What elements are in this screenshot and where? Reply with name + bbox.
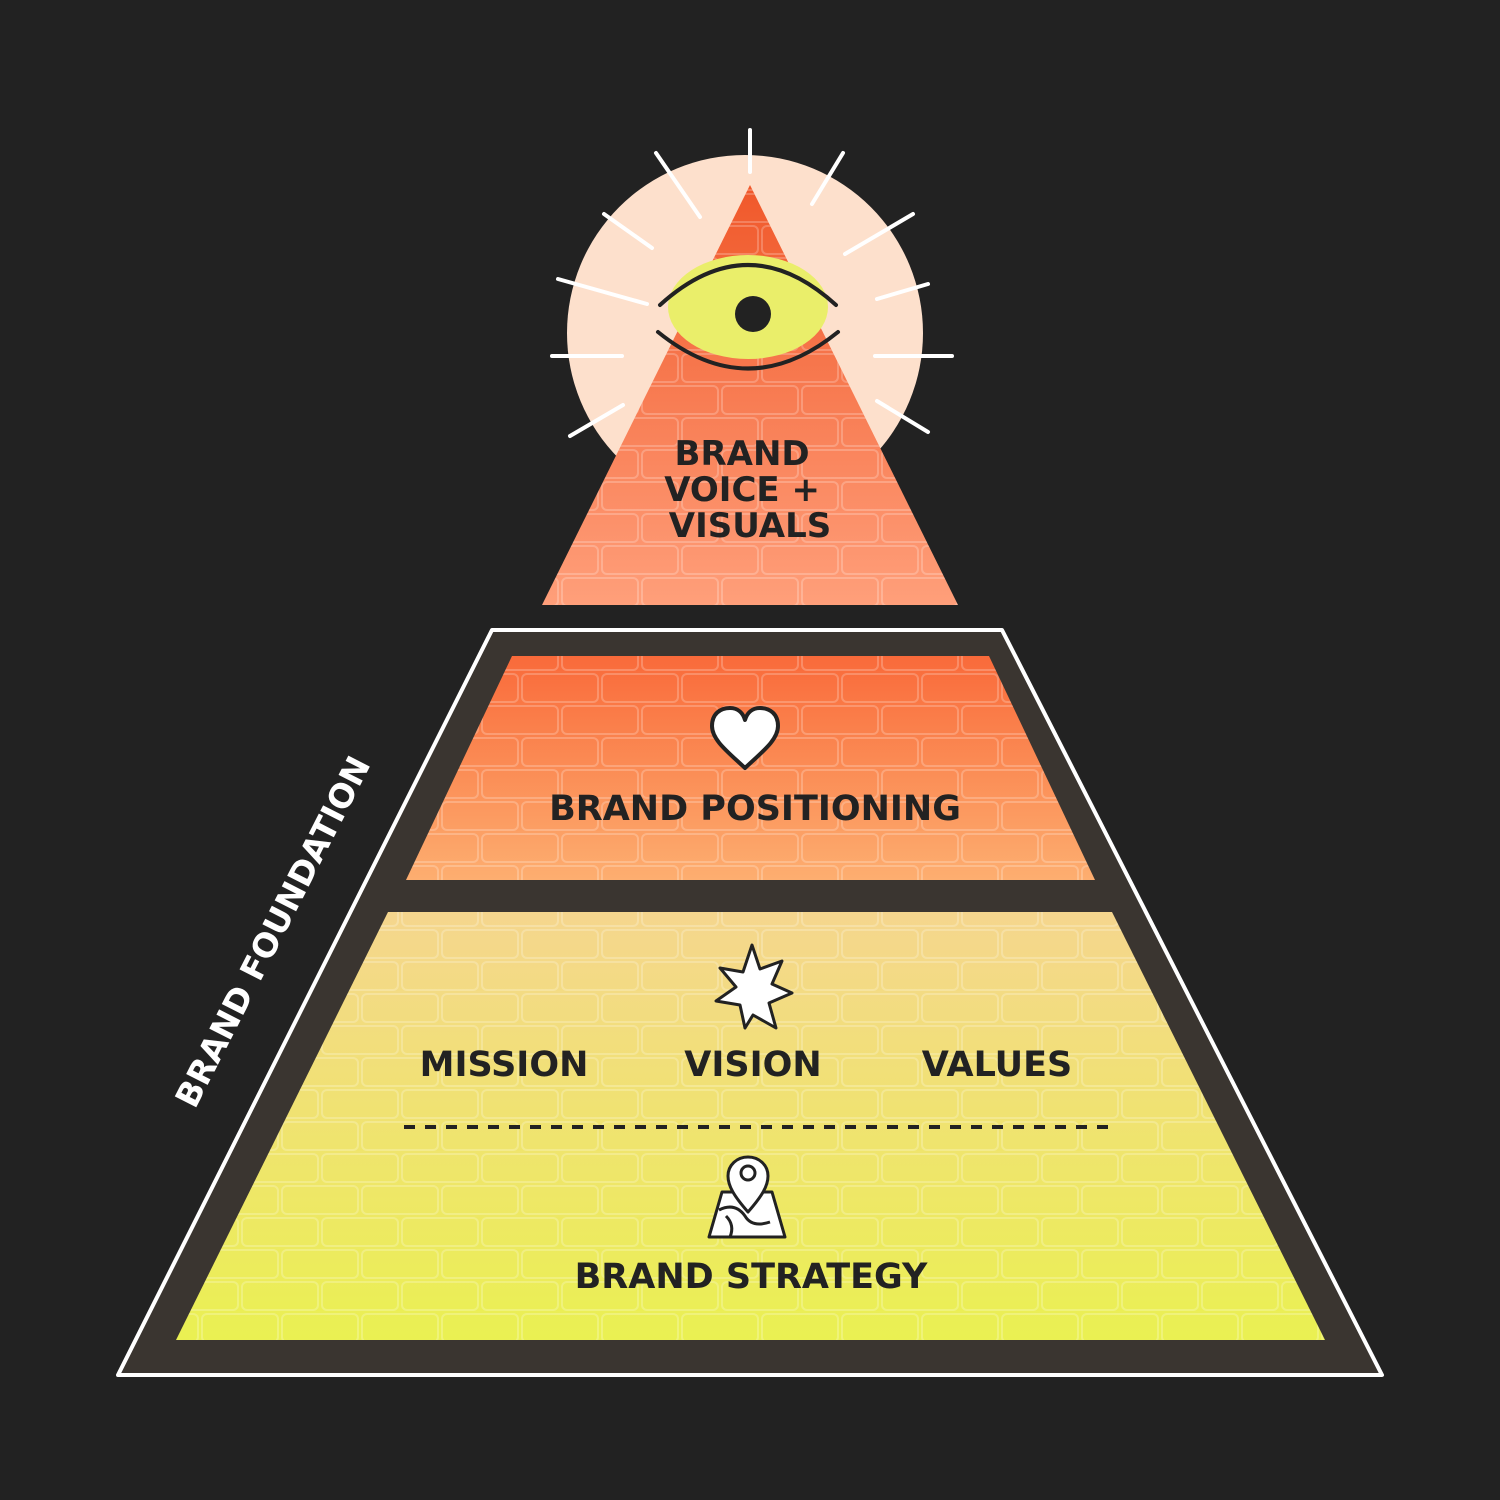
mission-label: MISSION — [420, 1045, 589, 1085]
bottom-tier: MISSION VISION VALUES BRAND STRATEGY — [404, 943, 1108, 1297]
all-seeing-eye-icon — [656, 255, 840, 371]
compass-star-icon — [714, 943, 794, 1030]
brand-foundation-frame — [116, 628, 1384, 1377]
vision-label: VISION — [684, 1045, 821, 1085]
brand-strategy-label: BRAND STRATEGY — [575, 1257, 928, 1297]
top-tier-label: BRAND VOICE + VISUALS — [664, 434, 832, 546]
values-label: VALUES — [922, 1045, 1072, 1085]
map-pin-icon — [707, 1155, 787, 1239]
heart-icon — [710, 706, 780, 770]
middle-tier: BRAND POSITIONING — [549, 706, 961, 829]
brand-positioning-label: BRAND POSITIONING — [549, 789, 961, 829]
middle-tier-bricks — [406, 656, 1095, 880]
top-tier: BRAND VOICE + VISUALS — [542, 128, 958, 605]
light-rays — [550, 128, 954, 438]
